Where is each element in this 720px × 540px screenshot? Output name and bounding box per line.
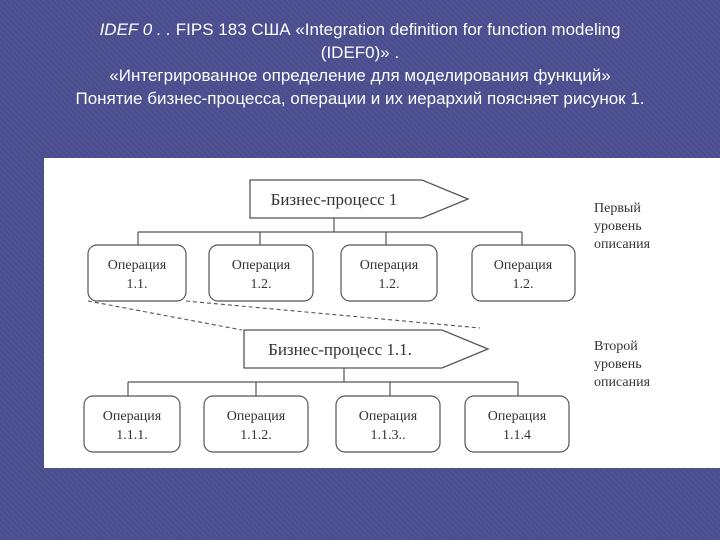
process-label-level-2: Бизнес-процесс 1.1.: [268, 340, 412, 359]
operation-box-2-3: [335, 395, 441, 453]
decomposition-lines: [87, 300, 481, 331]
operation-number: 1.1.2.: [240, 428, 272, 443]
operation-box-2-1: [83, 395, 181, 453]
caption-line-1: IDEF 0 . . FIPS 183 США «Integration def…: [0, 18, 720, 41]
caption-line-3: «Интегрированное определение для моделир…: [109, 66, 611, 85]
level-label-1-line-1: Первый: [594, 201, 641, 216]
process-shape-level-2: [243, 329, 490, 369]
level-label-2-line-1: Второй: [594, 339, 638, 354]
operation-number: 1.2.: [513, 277, 534, 292]
operation-title: Операция: [488, 409, 547, 424]
level-label-2-line-3: описания: [594, 375, 651, 390]
caption-line-4: Понятие бизнес-процесса, операции и их и…: [75, 89, 645, 108]
caption-line-2: (IDEF0)» .: [320, 43, 400, 62]
operation-title: Операция: [494, 258, 553, 273]
operation-box-1-4: [471, 244, 576, 302]
connectors-level-2: [127, 368, 519, 396]
level-label-1-line-3: описания: [594, 237, 651, 252]
operation-box-1-3: [340, 244, 438, 302]
operation-title: Операция: [360, 258, 419, 273]
operation-box-1-2: [208, 244, 314, 302]
process-shape-level-1: [249, 179, 470, 219]
hierarchy-diagram: Бизнес-процесс 1 Операция 1.1. Операция …: [83, 179, 651, 453]
operation-number: 1.1.: [127, 277, 148, 292]
level-label-2-line-2: уровень: [594, 357, 642, 372]
process-label-level-1: Бизнес-процесс 1: [271, 190, 398, 209]
operation-title: Операция: [359, 409, 418, 424]
level-label-1-line-2: уровень: [594, 219, 642, 234]
operation-number: 1.1.3..: [371, 428, 406, 443]
operation-box-1-1: [87, 244, 187, 302]
operation-title: Операция: [232, 258, 291, 273]
operation-box-2-2: [203, 395, 309, 453]
idef0-title: IDEF 0 . .: [99, 20, 172, 39]
operation-number: 1.1.4: [503, 428, 531, 443]
hierarchy-figure: Бизнес-процесс 1 Операция 1.1. Операция …: [44, 158, 720, 468]
fips-reference: FIPS 183 США «Integration definition for…: [171, 20, 621, 39]
operation-title: Операция: [103, 409, 162, 424]
operation-number: 1.2.: [379, 277, 400, 292]
operation-number: 1.1.1.: [116, 428, 148, 443]
slide-caption: IDEF 0 . . FIPS 183 США «Integration def…: [0, 18, 720, 110]
operation-title: Операция: [227, 409, 286, 424]
operation-box-2-4: [464, 395, 570, 453]
operation-number: 1.2.: [251, 277, 272, 292]
operation-title: Операция: [108, 258, 167, 273]
connectors-level-1: [137, 218, 523, 245]
